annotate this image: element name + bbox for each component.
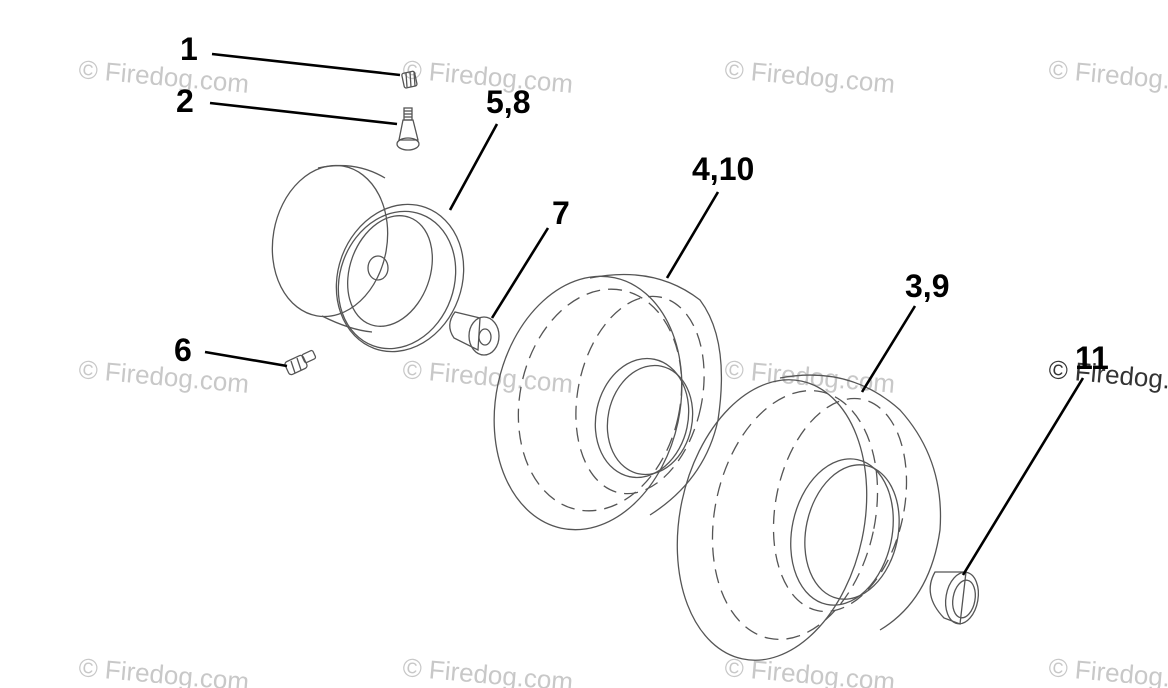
callout-valve-stem: 2 xyxy=(176,83,194,119)
watermark: © Firedog.com xyxy=(77,652,250,688)
callout-hub-cap: 11 xyxy=(1075,340,1109,376)
callout-labels: 1 2 5,8 6 7 4,10 3,9 11 xyxy=(174,31,1109,376)
callout-valve-cap: 1 xyxy=(180,31,198,67)
leader-line xyxy=(860,305,917,393)
watermark: © Firedog.com xyxy=(723,652,896,688)
rim xyxy=(271,164,465,353)
leader-line xyxy=(204,350,288,368)
callout-rim-assembly: 5,8 xyxy=(486,84,530,120)
watermark: © Firedog.com xyxy=(77,354,250,399)
grease-fitting xyxy=(284,349,317,376)
leader-line xyxy=(448,123,499,211)
leader-line xyxy=(209,101,398,126)
tire-rear xyxy=(676,374,942,661)
watermark: © Firedog.com xyxy=(1047,54,1168,99)
valve-stem xyxy=(396,107,420,151)
tire-front xyxy=(493,273,723,531)
callout-tire-rear: 3,9 xyxy=(905,268,949,304)
leader-lines xyxy=(204,52,1085,576)
watermark: © Firedog.com xyxy=(77,54,250,99)
leader-line xyxy=(211,52,401,77)
leader-line xyxy=(665,191,720,279)
callout-grease-fitting: 6 xyxy=(174,332,192,368)
watermark-layer: © Firedog.com © Firedog.com © Firedog.co… xyxy=(77,54,1168,688)
bushing xyxy=(449,311,500,356)
watermark: © Firedog.com xyxy=(723,54,896,99)
leader-line xyxy=(490,227,550,319)
watermark: © Firedog.com xyxy=(1047,652,1168,688)
callout-bushing: 7 xyxy=(552,195,570,231)
valve-cap xyxy=(401,70,418,89)
callout-tire-front: 4,10 xyxy=(692,151,754,187)
watermark: © Firedog.com xyxy=(401,652,574,688)
leader-line xyxy=(961,377,1085,576)
hub-cap xyxy=(929,571,980,625)
watermark: © Firedog.com xyxy=(401,354,574,399)
